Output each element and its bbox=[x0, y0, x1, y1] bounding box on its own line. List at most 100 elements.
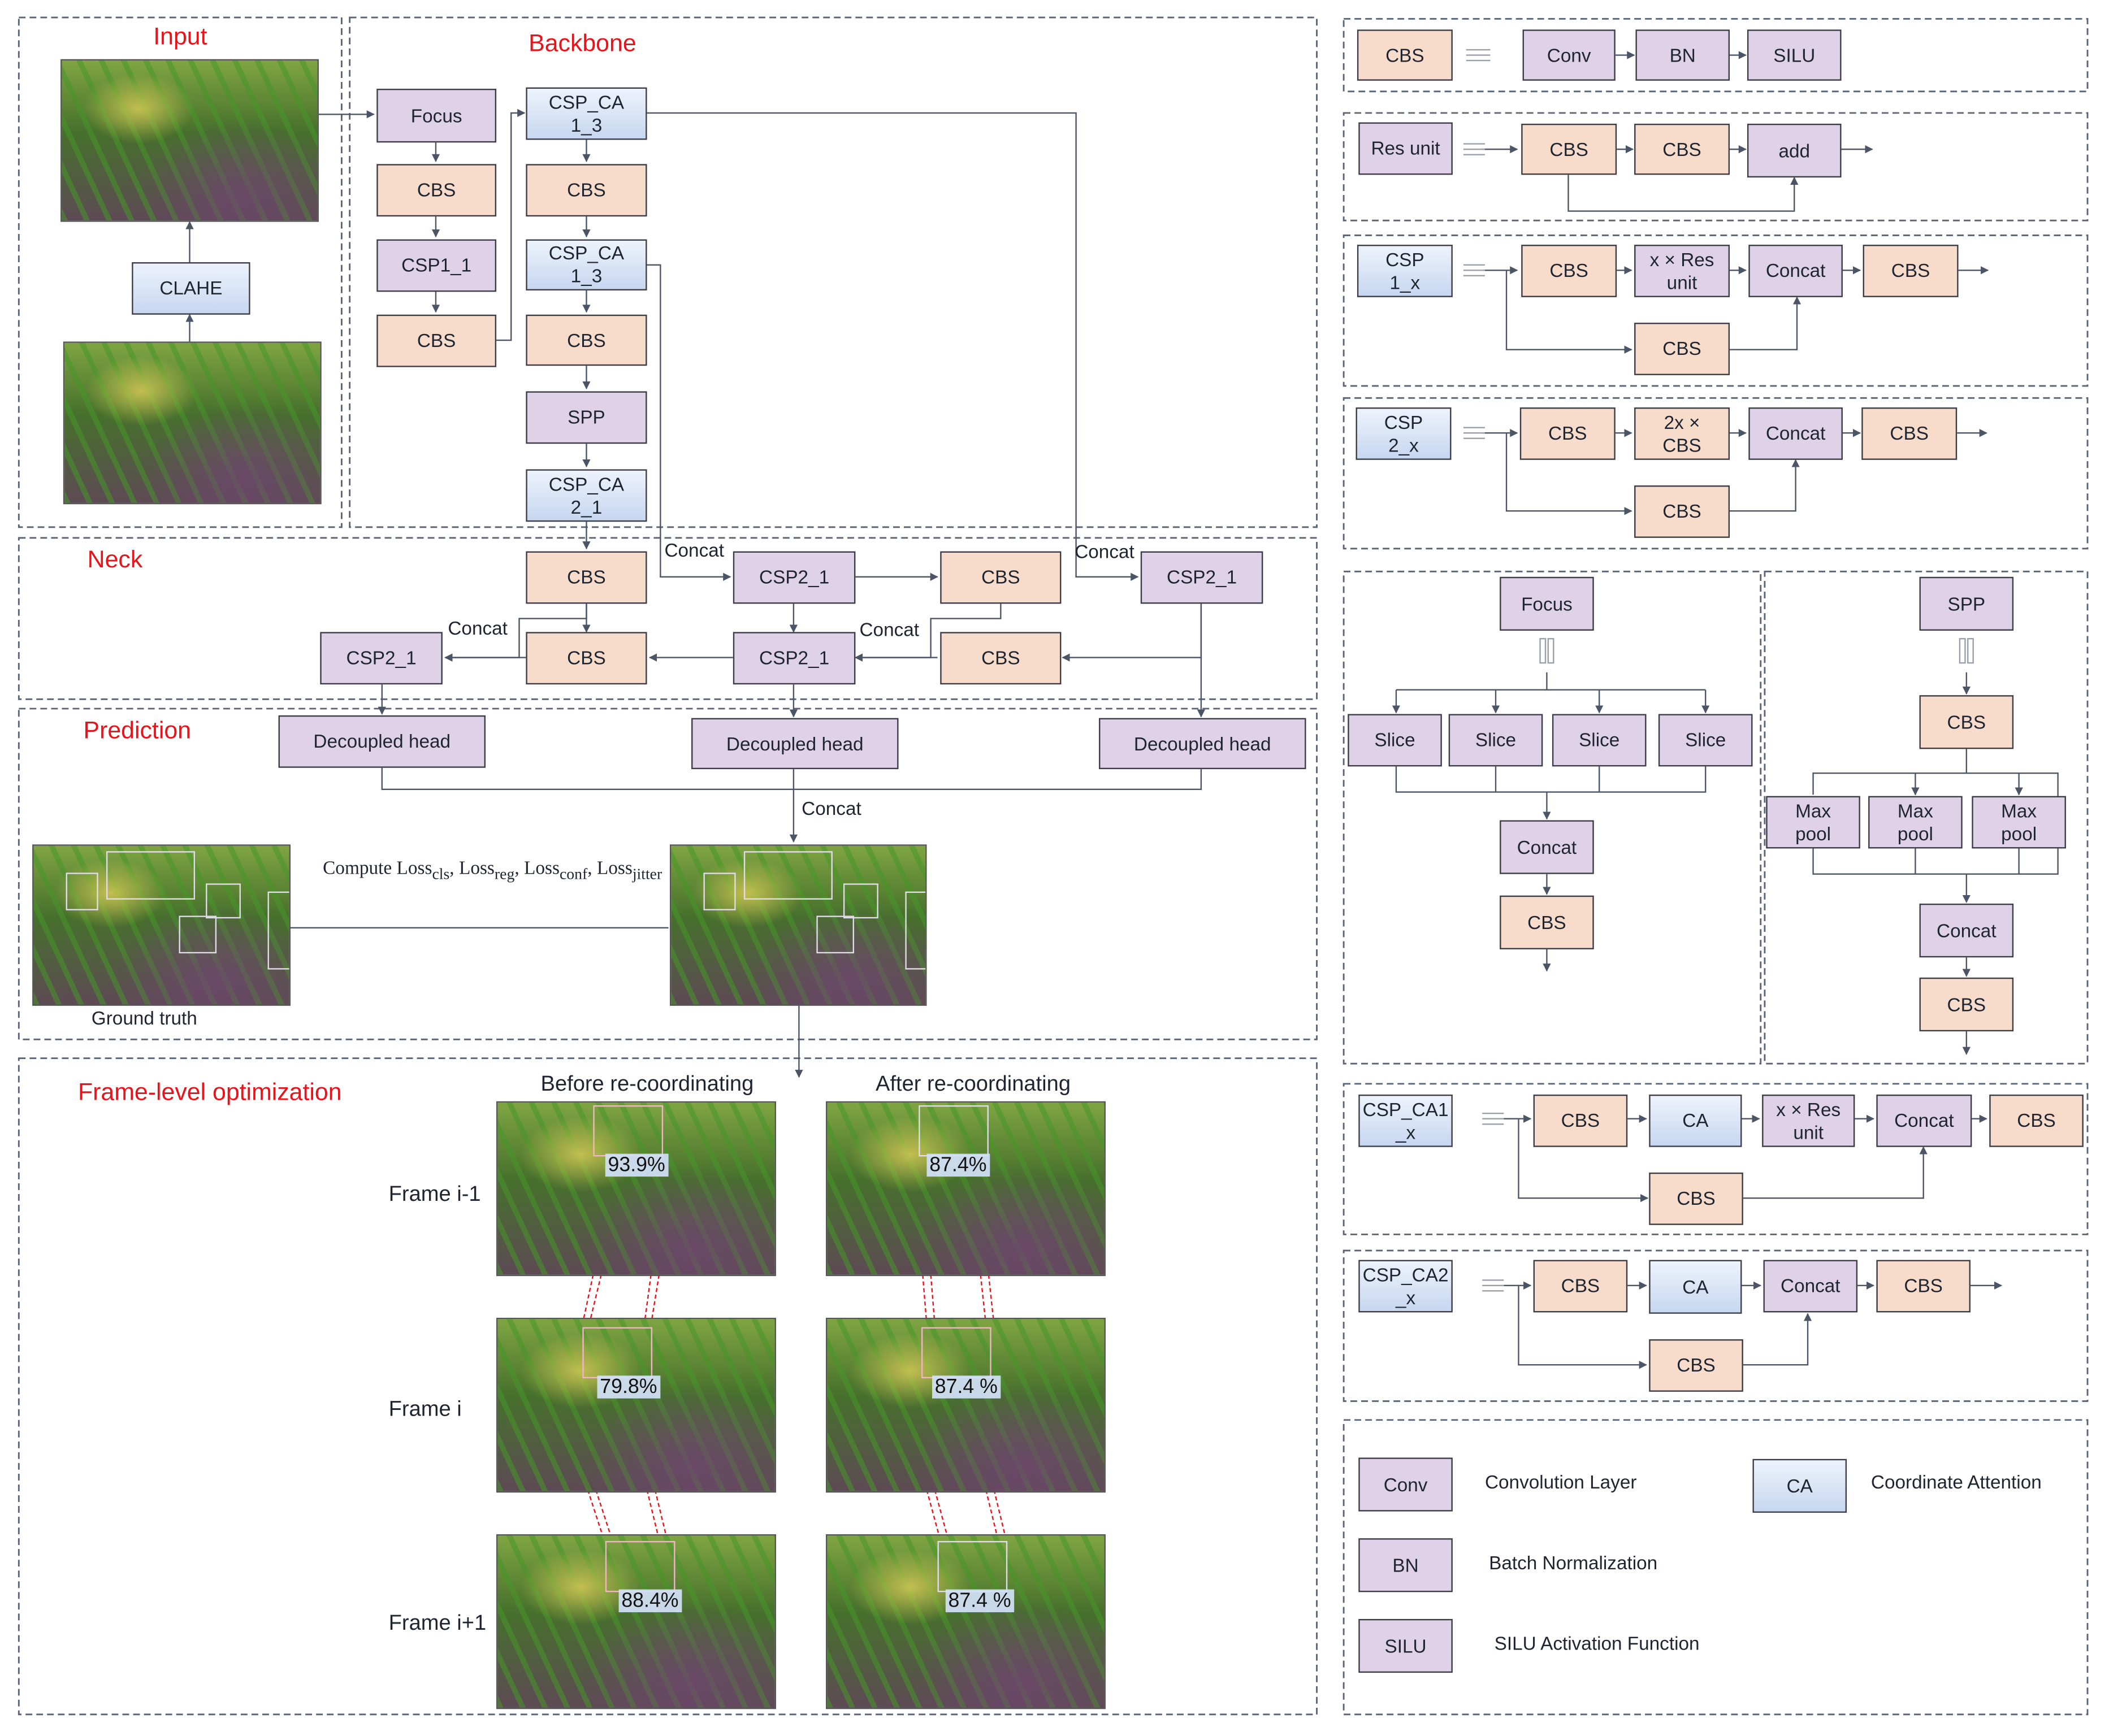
spp-def-cbs-2: CBS bbox=[1919, 977, 2014, 1032]
decoupled-head-1: Decoupled head bbox=[278, 715, 486, 768]
compute-loss-label: Compute Losscls, Lossreg, Lossconf, Loss… bbox=[323, 860, 662, 883]
csp-ca1-x-ca: CA bbox=[1649, 1094, 1742, 1147]
legend-ca-desc: Coordinate Attention bbox=[1870, 1471, 2042, 1493]
spp-block: SPP bbox=[526, 391, 647, 444]
csp2-x-concat: Concat bbox=[1748, 407, 1843, 460]
focus-def-cbs: CBS bbox=[1500, 895, 1594, 949]
loss-sub-jitter: jitter bbox=[632, 865, 662, 883]
res-unit-cbs-2: CBS bbox=[1634, 123, 1730, 175]
slice-1: Slice bbox=[1348, 714, 1442, 767]
csp-ca2-1-block: CSP_CA 2_1 bbox=[526, 469, 647, 522]
max-pool-2: Max pool bbox=[1868, 796, 1963, 849]
csp-ca2-x-cbs-3: CBS bbox=[1649, 1339, 1743, 1392]
csp-ca1-x-name: CSP_CA1 _x bbox=[1358, 1094, 1453, 1147]
loss-sub-cls: cls bbox=[432, 865, 450, 883]
before-frame-1: 93.9% bbox=[496, 1101, 776, 1277]
spp-def-name: SPP bbox=[1919, 576, 2014, 631]
csp2-x-cbs-3: CBS bbox=[1634, 485, 1730, 538]
csp2-x-cbs-2: CBS bbox=[1861, 407, 1958, 460]
detect-box bbox=[605, 1540, 675, 1592]
add-block: add bbox=[1747, 123, 1842, 178]
conv-block: Conv bbox=[1522, 29, 1616, 81]
csp-ca2-x-concat: Concat bbox=[1763, 1260, 1858, 1313]
csp-ca1-x-concat: Concat bbox=[1876, 1094, 1972, 1147]
legend-bn-desc: Batch Normalization bbox=[1489, 1551, 1658, 1574]
neck-cbs-4: CBS bbox=[940, 632, 1062, 685]
legend-conv-desc: Convolution Layer bbox=[1484, 1471, 1637, 1493]
neck-cbs-2: CBS bbox=[940, 551, 1062, 604]
after-label: After re-coordinating bbox=[876, 1073, 1071, 1096]
max-pool-1: Max pool bbox=[1766, 796, 1860, 849]
score-before-1: 93.9% bbox=[605, 1153, 668, 1177]
backbone-cbs-3: CBS bbox=[526, 164, 647, 217]
neck-csp2-1-a: CSP2_1 bbox=[733, 551, 856, 604]
concat-label-2: Concat bbox=[1075, 540, 1134, 562]
loss-sep: , bbox=[449, 859, 459, 880]
detect-box bbox=[582, 1327, 653, 1378]
backbone-cbs-1: CBS bbox=[376, 164, 497, 217]
loss-word: Loss bbox=[458, 859, 495, 880]
csp-ca1-x-res-units: x × Res unit bbox=[1762, 1094, 1855, 1147]
detect-box bbox=[919, 1105, 989, 1157]
legend-bn-key: BN bbox=[1358, 1538, 1453, 1592]
spp-def-concat: Concat bbox=[1919, 904, 2014, 958]
prediction-image bbox=[669, 844, 927, 1006]
input-title: Input bbox=[153, 23, 207, 50]
cbs-def-name: CBS bbox=[1357, 29, 1453, 81]
slice-2: Slice bbox=[1448, 714, 1543, 767]
prediction-title: Prediction bbox=[83, 717, 192, 744]
concat-label-3: Concat bbox=[448, 617, 508, 639]
legend-silu-desc: SILU Activation Function bbox=[1494, 1632, 1700, 1654]
csp1-x-cbs-1: CBS bbox=[1521, 245, 1617, 297]
max-pool-3: Max pool bbox=[1972, 796, 2066, 849]
equivalence-icons bbox=[1463, 49, 1974, 1292]
pred-box bbox=[843, 883, 878, 919]
gt-box bbox=[206, 883, 241, 919]
spp-def-cbs-1: CBS bbox=[1919, 695, 2014, 749]
region-frames bbox=[18, 16, 2089, 1716]
csp-ca2-x-cbs-1: CBS bbox=[1533, 1260, 1628, 1313]
silu-block: SILU bbox=[1747, 29, 1842, 81]
csp-ca2-x-ca: CA bbox=[1649, 1260, 1742, 1314]
loss-word: Loss bbox=[596, 859, 633, 880]
pred-box bbox=[816, 915, 854, 954]
neck-cbs-3: CBS bbox=[526, 632, 647, 685]
detect-box bbox=[593, 1105, 664, 1157]
csp1-x-res-units: x × Res unit bbox=[1634, 245, 1730, 297]
ground-truth-label: Ground truth bbox=[91, 1007, 197, 1029]
slice-3: Slice bbox=[1552, 714, 1647, 767]
csp2-x-name: CSP 2_x bbox=[1356, 407, 1452, 460]
legend-silu-key: SILU bbox=[1358, 1618, 1453, 1673]
focus-block: Focus bbox=[376, 89, 497, 143]
frame-opt-title: Frame-level optimization bbox=[78, 1078, 342, 1105]
enhanced-image bbox=[60, 59, 319, 222]
frame-label-2: Frame i bbox=[388, 1398, 462, 1422]
before-label: Before re-coordinating bbox=[540, 1073, 754, 1096]
csp1-1-block: CSP1_1 bbox=[376, 239, 497, 292]
score-before-2: 79.8% bbox=[597, 1375, 660, 1399]
csp-ca1-x-cbs-3: CBS bbox=[1649, 1172, 1743, 1225]
legend-ca-key: CA bbox=[1752, 1459, 1847, 1513]
focus-def-name: Focus bbox=[1500, 576, 1594, 631]
csp1-x-name: CSP 1_x bbox=[1357, 245, 1453, 297]
csp2-x-cbs-1: CBS bbox=[1519, 407, 1616, 460]
frame-label-3: Frame i+1 bbox=[388, 1612, 487, 1635]
after-frame-3: 87.4 % bbox=[826, 1534, 1106, 1709]
decoupled-head-3: Decoupled head bbox=[1099, 718, 1306, 770]
csp-ca2-x-cbs-2: CBS bbox=[1876, 1260, 1971, 1313]
csp1-x-concat: Concat bbox=[1748, 245, 1843, 297]
neck-csp2-1-c: CSP2_1 bbox=[320, 632, 443, 685]
connectors bbox=[185, 51, 2059, 1369]
detect-box bbox=[921, 1327, 991, 1378]
loss-sub-reg: reg bbox=[494, 865, 515, 883]
concat-label-1: Concat bbox=[664, 539, 725, 561]
before-frame-2: 79.8% bbox=[496, 1317, 776, 1493]
raw-image bbox=[63, 341, 322, 505]
focus-def-concat: Concat bbox=[1500, 820, 1594, 874]
prediction-concat-label: Concat bbox=[802, 797, 861, 819]
pred-box bbox=[905, 891, 926, 970]
gt-box bbox=[179, 915, 217, 954]
csp1-x-cbs-2: CBS bbox=[1863, 245, 1959, 297]
res-unit-cbs-1: CBS bbox=[1521, 123, 1617, 175]
